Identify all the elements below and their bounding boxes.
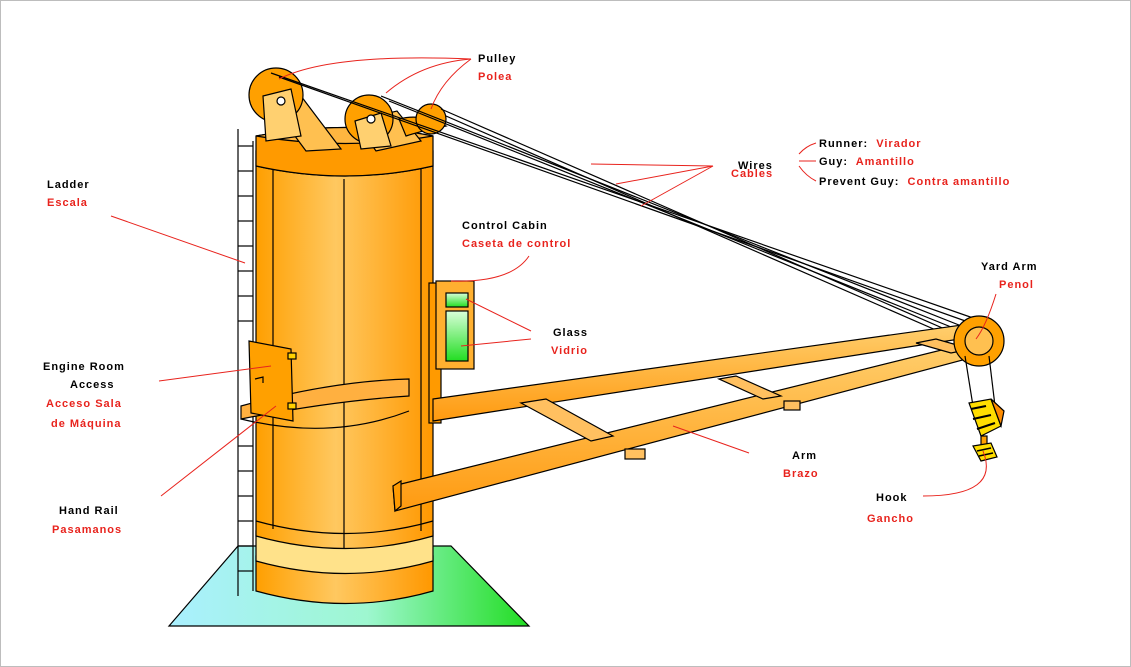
control-cabin: [428, 280, 475, 424]
label-pulley-es: Polea: [478, 71, 512, 83]
label-runner-en: Runner:: [819, 138, 868, 150]
label-prevent-guy-en: Prevent Guy:: [819, 176, 899, 188]
label-wires-en: Wires: [738, 160, 773, 172]
wires: [270, 72, 977, 342]
label-runner: Runner: Virador: [819, 138, 922, 150]
label-control-cabin-en: Control Cabin: [462, 220, 548, 232]
hook-block: [968, 398, 1005, 462]
label-hand-rail-es: Pasamanos: [52, 524, 122, 536]
label-control-cabin-es: Caseta de control: [462, 238, 571, 250]
label-wire-types: Runner: Virador Guy: Amantillo Prevent G…: [819, 138, 1010, 188]
label-control-cabin: Control Cabin Caseta de control: [462, 220, 571, 250]
engine-room-door: [248, 340, 297, 422]
label-ladder-es: Escala: [47, 197, 88, 209]
label-engine-room-en2: Access: [70, 379, 115, 391]
label-engine-room-en1: Engine Room: [43, 361, 125, 373]
label-ladder: Ladder Escala: [47, 179, 90, 209]
label-guy: Guy: Amantillo: [819, 156, 915, 168]
leader-lines: [110, 57, 997, 497]
label-runner-es: Virador: [876, 138, 921, 150]
label-yard-arm-en: Yard Arm: [981, 261, 1038, 273]
label-hook-es: Gancho: [867, 513, 914, 525]
label-glass-es: Vidrio: [551, 345, 588, 357]
label-engine-room: Engine Room Access Acceso Sala de Máquin…: [43, 361, 125, 430]
label-pulley-en: Pulley: [478, 53, 516, 65]
label-wires: Wires Cables: [731, 160, 773, 180]
label-arm-es: Brazo: [783, 468, 819, 480]
crane-arms: [392, 322, 990, 513]
label-guy-en: Guy:: [819, 156, 848, 168]
label-glass-en: Glass: [553, 327, 588, 339]
label-hook: Hook Gancho: [867, 492, 914, 525]
label-hand-rail: Hand Rail Pasamanos: [52, 505, 122, 536]
label-pulley: Pulley Polea: [478, 53, 516, 83]
label-guy-es: Amantillo: [856, 156, 915, 168]
label-yard-arm-es: Penol: [999, 279, 1034, 291]
label-hook-en: Hook: [876, 492, 908, 504]
label-arm: Arm Brazo: [783, 450, 819, 480]
label-wires-es: Cables: [731, 168, 773, 180]
label-engine-room-es1: Acceso Sala: [46, 398, 122, 410]
label-prevent-guy-es: Contra amantillo: [908, 176, 1011, 188]
label-engine-room-es2: de Máquina: [51, 418, 122, 430]
label-yard-arm: Yard Arm Penol: [981, 261, 1038, 291]
label-arm-en: Arm: [792, 450, 817, 462]
label-glass: Glass Vidrio: [551, 327, 588, 357]
yard-arm-block: [953, 315, 1005, 407]
label-hand-rail-en: Hand Rail: [59, 505, 119, 517]
label-ladder-en: Ladder: [47, 179, 90, 191]
label-prevent-guy: Prevent Guy: Contra amantillo: [819, 176, 1010, 188]
tower-body: [255, 126, 434, 605]
